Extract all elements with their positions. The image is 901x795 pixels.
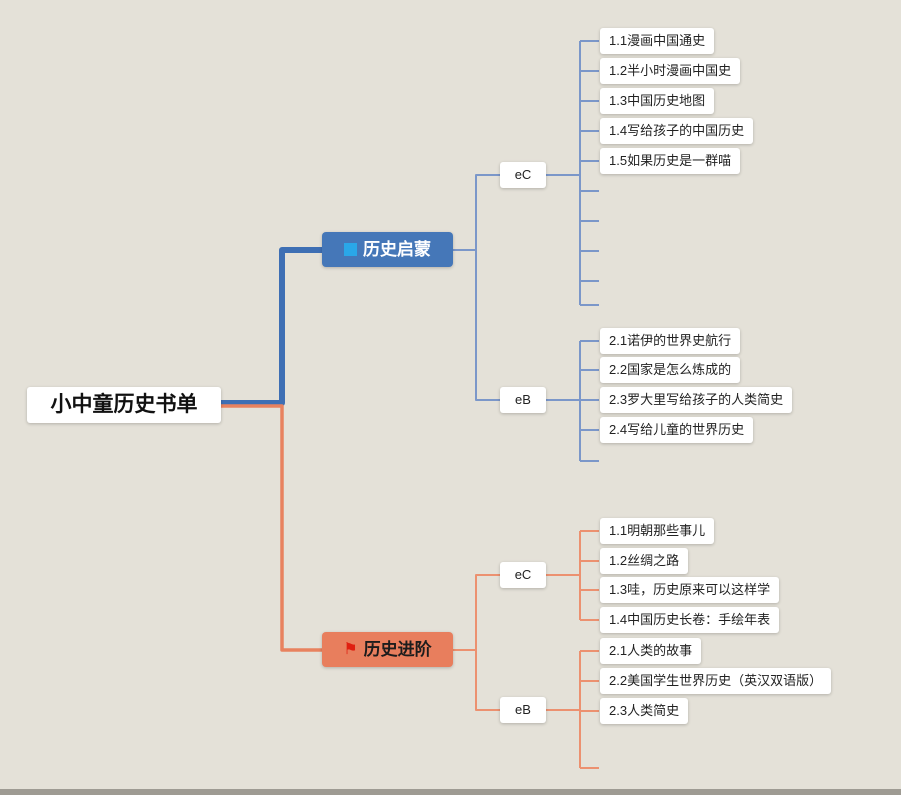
- leaf-node[interactable]: 1.4中国历史长卷：手绘年表: [600, 607, 780, 633]
- leaf-node[interactable]: 2.2国家是怎么炼成的: [600, 357, 741, 383]
- leaf-node[interactable]: 2.2美国学生世界历史（英汉双语版）: [600, 668, 832, 694]
- leaf-node[interactable]: 1.3哇，历史原来可以这样学: [600, 577, 780, 603]
- group-node-ec-2[interactable]: eC: [500, 562, 546, 588]
- leaf-node[interactable]: 1.2半小时漫画中国史: [600, 58, 741, 84]
- blue-square-icon: [344, 243, 357, 256]
- leaf-node[interactable]: 2.3罗大里写给孩子的人类简史: [600, 387, 793, 413]
- leaf-node[interactable]: 1.5如果历史是一群喵: [600, 148, 741, 174]
- group-node-eb-2[interactable]: eB: [500, 697, 546, 723]
- leaf-node[interactable]: 1.4写给孩子的中国历史: [600, 118, 754, 144]
- branch-node-history-enlightenment[interactable]: 历史启蒙: [322, 232, 453, 267]
- root-node[interactable]: 小中童历史书单: [27, 387, 221, 423]
- bottom-edge: [0, 789, 901, 795]
- leaf-node[interactable]: 1.3中国历史地图: [600, 88, 715, 114]
- branch-label: 历史启蒙: [363, 239, 431, 259]
- group-node-eb-1[interactable]: eB: [500, 387, 546, 413]
- red-flag-icon: ⚑: [343, 640, 358, 658]
- leaf-node[interactable]: 1.1明朝那些事儿: [600, 518, 715, 544]
- leaf-node[interactable]: 2.1诺伊的世界史航行: [600, 328, 741, 354]
- leaf-node[interactable]: 1.1漫画中国通史: [600, 28, 715, 54]
- leaf-node[interactable]: 2.1人类的故事: [600, 638, 702, 664]
- leaf-node[interactable]: 2.3人类简史: [600, 698, 689, 724]
- branch-label: 历史进阶: [363, 639, 432, 659]
- leaf-node[interactable]: 2.4写给儿童的世界历史: [600, 417, 754, 443]
- leaf-node[interactable]: 1.2丝绸之路: [600, 548, 689, 574]
- branch-node-history-advanced[interactable]: ⚑ 历史进阶: [322, 632, 453, 667]
- group-node-ec-1[interactable]: eC: [500, 162, 546, 188]
